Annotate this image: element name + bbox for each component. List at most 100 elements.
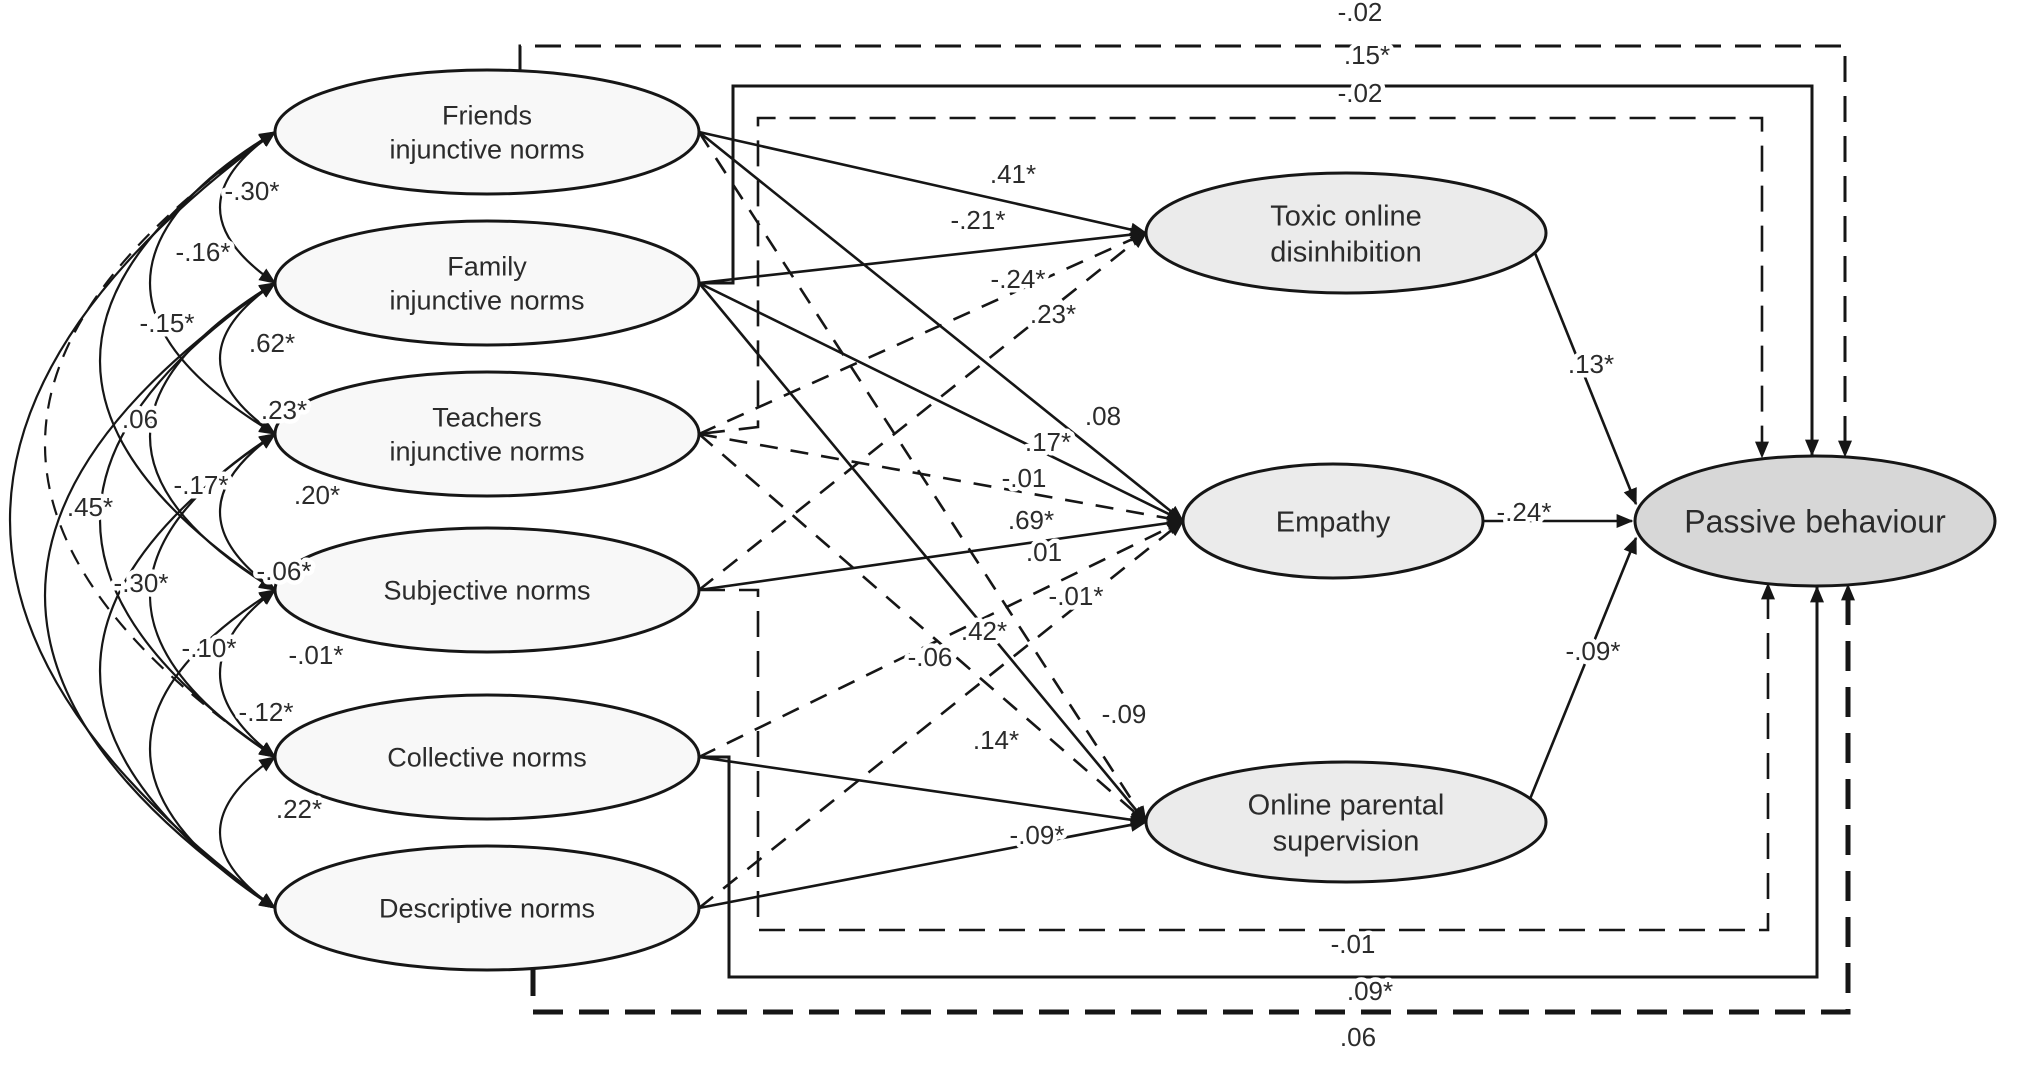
node-label-teachers: Teachers [432, 403, 542, 433]
corr-label-teachers-collective: -.06* [257, 556, 312, 586]
path-family-empathy [698, 281, 1185, 523]
coef-friends-toxic: .41* [990, 159, 1036, 189]
corr-subjective-descriptive [149, 589, 277, 909]
node-ellipse-toxic [1144, 171, 1548, 295]
coef-collective-ops: .14* [973, 725, 1019, 755]
node-ellipse-teachers [273, 370, 701, 498]
path-collective-ops [698, 755, 1148, 827]
coef-toxic-passive: .13* [1568, 349, 1614, 379]
path-subjective-empathy [698, 516, 1185, 592]
coef-teachers-empathy: -.01 [1002, 463, 1047, 493]
path-descriptive-ops [698, 818, 1148, 910]
corr-friends-descriptive [8, 131, 277, 909]
node-empathy: Empathy [1181, 462, 1485, 580]
path-collective-passive [699, 585, 1824, 979]
coef-family-toxic: -.21* [951, 205, 1006, 235]
direct-effect-paths [518, 44, 1855, 1015]
node-collective: Collective norms [273, 693, 701, 821]
node-label-teachers: injunctive norms [389, 437, 584, 467]
path-teachers-toxic [698, 231, 1148, 436]
node-friends: Friends injunctive norms [273, 68, 701, 196]
corr-collective-descriptive [218, 756, 277, 909]
corr-teachers-descriptive [99, 433, 277, 909]
coef-ops-passive: -.09* [1566, 636, 1621, 666]
corr-label-family-teachers: .62* [249, 328, 295, 358]
coef-teachers-toxic: -.24* [991, 264, 1046, 294]
node-toxic: Toxic online disinhibition [1144, 171, 1548, 295]
corr-label-friends-subjective: -.15* [140, 308, 195, 338]
path-friends-passive [518, 44, 1852, 458]
node-label-friends: injunctive norms [389, 135, 584, 165]
corr-family-collective [99, 282, 277, 758]
node-descriptive: Descriptive norms [273, 844, 701, 972]
node-label-ops: Online parental [1248, 789, 1445, 821]
corr-family-teachers [218, 282, 277, 435]
coef-family-passive: .15* [1344, 40, 1390, 70]
node-label-subjective: Subjective norms [383, 576, 590, 606]
coef-family-empathy: .17* [1025, 427, 1071, 457]
corr-friends-subjective [99, 131, 277, 591]
node-ellipse-family [273, 219, 701, 347]
corr-teachers-subjective [218, 433, 277, 591]
node-label-passive: Passive behaviour [1684, 504, 1946, 540]
coef-subjective-toxic: .23* [1030, 299, 1076, 329]
coef-subjective-passive: -.01 [1331, 929, 1376, 959]
node-label-friends: Friends [442, 101, 532, 131]
path-toxic-passive [1533, 252, 1638, 506]
corr-label-family-subjective: .23* [261, 395, 307, 425]
coef-friends-empathy: .08 [1085, 401, 1121, 431]
path-family-ops [697, 282, 1148, 824]
node-ops: Online parental supervision [1144, 760, 1548, 884]
coef-descriptive-empathy: -.01* [1049, 581, 1104, 611]
node-label-descriptive: Descriptive norms [379, 894, 595, 924]
coef-teachers-passive: -.02 [1338, 78, 1383, 108]
node-label-family: injunctive norms [389, 286, 584, 316]
path-ops-passive [1528, 536, 1638, 800]
corr-label-family-descriptive: -.30* [114, 568, 169, 598]
path-teachers-passive [698, 116, 1769, 459]
node-label-empathy: Empathy [1276, 506, 1391, 538]
node-ellipse-passive [1633, 454, 1997, 588]
coef-descriptive-passive: .06 [1340, 1022, 1376, 1052]
corr-label-subjective-collective: -.01* [289, 640, 344, 670]
coef-family-ops: .42* [961, 616, 1007, 646]
path-family-toxic [698, 227, 1148, 285]
coef-friends-passive: -.02 [1338, 0, 1383, 27]
corr-label-friends-collective: .06 [122, 404, 158, 434]
node-teachers: Teachers injunctive norms [273, 370, 701, 498]
coef-collective-passive: .09* [1347, 976, 1393, 1006]
coef-collective-empathy: .01 [1026, 537, 1062, 567]
path-subjective-passive [699, 582, 1775, 932]
node-passive: Passive behaviour [1633, 454, 1997, 588]
path-friends-ops [697, 131, 1148, 824]
correlation-arcs [8, 131, 277, 909]
path-friends-toxic [698, 130, 1148, 237]
path-subjective-toxic [698, 231, 1148, 592]
path-friends-empathy [698, 130, 1185, 523]
corr-label-collective-descriptive: .22* [276, 794, 322, 824]
path-descriptive-empathy [698, 519, 1185, 910]
corr-label-family-collective: -.17* [174, 470, 229, 500]
corr-label-teachers-descriptive: -.10* [182, 633, 237, 663]
node-subjective: Subjective norms [273, 526, 701, 654]
node-ellipse-ops [1144, 760, 1548, 884]
node-label-collective: Collective norms [387, 743, 587, 773]
coef-descriptive-ops: -.09* [1010, 820, 1065, 850]
corr-label-friends-teachers: -.16* [176, 237, 231, 267]
path-collective-empathy [698, 519, 1185, 759]
coef-subjective-empathy: .69* [1008, 505, 1054, 535]
coef-friends-ops: -.09 [1102, 699, 1147, 729]
path-family-passive [699, 84, 1819, 457]
path-descriptive-passive [530, 583, 1855, 1015]
corr-label-teachers-subjective: .20* [294, 480, 340, 510]
coef-empathy-passive: -.24* [1497, 497, 1552, 527]
node-label-toxic: Toxic online [1270, 200, 1422, 232]
node-label-ops: supervision [1273, 825, 1420, 857]
path-teachers-ops [698, 433, 1148, 823]
corr-subjective-collective [218, 589, 277, 758]
node-ellipse-friends [273, 68, 701, 196]
node-label-toxic: disinhibition [1270, 236, 1422, 268]
